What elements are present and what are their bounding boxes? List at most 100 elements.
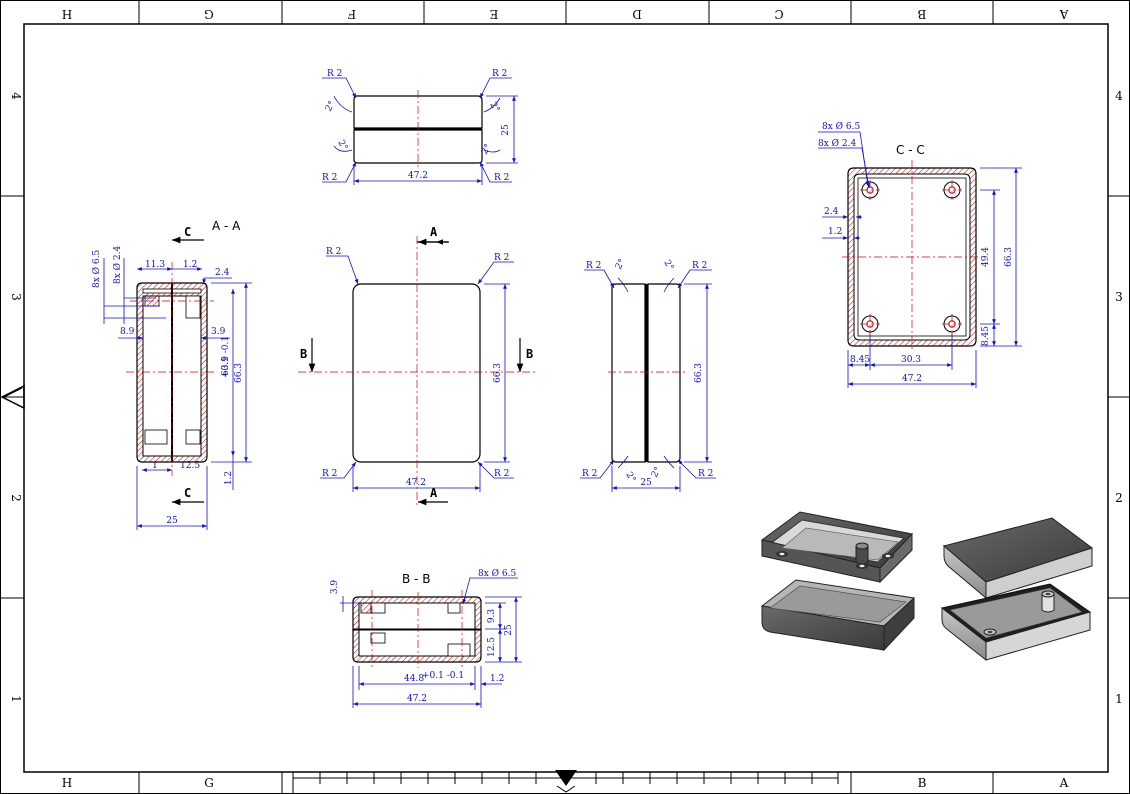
aa-wall-1-2: 1.2 bbox=[224, 471, 234, 485]
section-b-marker-right: B bbox=[526, 347, 533, 361]
cc-hole-6-5: 8x Ø 6.5 bbox=[822, 121, 860, 132]
top-draft-4: 2° bbox=[480, 143, 494, 157]
zone-left-1: 1 bbox=[9, 695, 23, 703]
cc-offset-8-45-right: 8.45 bbox=[981, 326, 991, 346]
top-r-tr: R 2 bbox=[492, 69, 507, 79]
section-aa-title: A - A bbox=[212, 219, 241, 233]
cc-boss-br bbox=[942, 314, 962, 334]
top-draft-1: 2° bbox=[324, 100, 338, 114]
iso-open-base bbox=[760, 579, 916, 652]
bb-hole-6-5: 8x Ø 6.5 bbox=[478, 568, 516, 579]
iso-base-with-bosses bbox=[940, 583, 1092, 662]
zone-right-1: 1 bbox=[1115, 692, 1123, 706]
zone-top-g: G bbox=[204, 7, 214, 21]
section-aa-cut-bottom: C bbox=[184, 486, 191, 500]
zone-right-4: 4 bbox=[1115, 89, 1123, 103]
top-draft-3: 2° bbox=[487, 101, 501, 115]
aa-8-9: 8.9 bbox=[120, 327, 135, 337]
zone-top-d: D bbox=[632, 7, 642, 21]
zone-left-4: 4 bbox=[9, 92, 23, 100]
zone-bottom-h: H bbox=[62, 776, 72, 790]
zone-left-3: 3 bbox=[9, 293, 23, 301]
side-draft-2: 2° bbox=[661, 259, 675, 273]
section-b-marker-left: B bbox=[300, 347, 307, 361]
cc-height-66-3: 66.3 bbox=[1004, 247, 1014, 267]
aa-hole-6-5: 8x Ø 6.5 bbox=[91, 250, 102, 288]
zone-right-2: 2 bbox=[1115, 491, 1123, 505]
aa-height-63-9: 63.9 bbox=[221, 356, 231, 376]
side-width-dim: 25 bbox=[640, 478, 652, 488]
zone-top-b: B bbox=[917, 7, 926, 21]
section-cc-title: C - C bbox=[896, 143, 925, 157]
bb-inner-44-8: 44.8 bbox=[404, 674, 424, 684]
front-r-tl: R 2 bbox=[326, 247, 341, 257]
zone-top-a: A bbox=[1059, 7, 1069, 21]
cc-hole-2-4: 8x Ø 2.4 bbox=[818, 138, 856, 149]
side-draft-1: 2° bbox=[614, 258, 628, 272]
bb-tol: +0.1 -0.1 bbox=[422, 671, 464, 681]
bb-width-47-2: 47.2 bbox=[407, 694, 427, 704]
section-a-marker-top: A bbox=[430, 225, 438, 239]
side-height-dim: 66.3 bbox=[694, 363, 704, 383]
aa-12-5: 12.5 bbox=[180, 461, 200, 471]
bb-height-25: 25 bbox=[504, 624, 514, 636]
top-width-dim: 47.2 bbox=[408, 171, 428, 181]
cc-boss-tr bbox=[942, 180, 962, 200]
section-a-marker-bottom: A bbox=[430, 486, 438, 500]
section-a-a: A - A C C 25 66.3 63.9 +0.1 -0.1 1.2 11.… bbox=[91, 219, 252, 530]
aa-1-2-top: 1.2 bbox=[183, 260, 197, 270]
front-r-tr: R 2 bbox=[494, 253, 509, 263]
zone-right-3: 3 bbox=[1115, 290, 1123, 304]
iso-closed-enclosure bbox=[942, 517, 1094, 600]
zone-labels: H G F E D C B A H G B A 4 3 2 1 4 3 2 1 bbox=[9, 7, 1123, 790]
cc-pitch-49-4: 49.4 bbox=[981, 247, 991, 267]
side-r-br: R 2 bbox=[698, 469, 713, 479]
aa-3-9: 3.9 bbox=[211, 327, 226, 337]
aa-tol: +0.1 -0.1 bbox=[221, 336, 231, 378]
front-view: A A B B 66.3 47.2 R 2 R 2 R 2 R 2 bbox=[298, 225, 535, 508]
aa-width-25: 25 bbox=[166, 516, 178, 526]
front-width-dim: 47.2 bbox=[406, 478, 426, 488]
bb-3-9: 3.9 bbox=[330, 580, 340, 595]
zone-bottom-a: A bbox=[1059, 776, 1069, 790]
front-height-dim: 66.3 bbox=[493, 363, 503, 383]
bb-wall-1-2: 1.2 bbox=[490, 674, 504, 684]
top-r-bl: R 2 bbox=[322, 173, 337, 183]
top-view: 47.2 25 R 2 R 2 R 2 R 2 2° 2° 2° 2° bbox=[322, 69, 518, 185]
bb-9-3: 9.3 bbox=[487, 609, 497, 624]
side-r-tr: R 2 bbox=[692, 261, 707, 271]
iso-open-lid bbox=[760, 511, 913, 584]
bb-12-5: 12.5 bbox=[487, 637, 497, 657]
section-bb-title: B - B bbox=[402, 572, 430, 586]
top-draft-2: 2° bbox=[335, 139, 349, 153]
zone-bottom-b: B bbox=[918, 776, 927, 790]
zone-top-c: C bbox=[774, 7, 783, 21]
cc-offset-8-45-left: 8.45 bbox=[850, 355, 870, 365]
zone-bottom-g: G bbox=[204, 776, 214, 790]
side-draft-4: 2° bbox=[650, 466, 664, 480]
front-r-br: R 2 bbox=[494, 469, 509, 479]
side-r-tl: R 2 bbox=[586, 261, 601, 271]
zone-top-h: H bbox=[62, 7, 72, 21]
zone-top-f: F bbox=[348, 7, 356, 21]
top-height-dim: 25 bbox=[501, 124, 511, 136]
zone-left-2: 2 bbox=[9, 494, 23, 502]
aa-2-4: 2.4 bbox=[215, 268, 230, 278]
section-aa-cut-top: C bbox=[184, 225, 191, 239]
cc-boss-bl bbox=[860, 314, 880, 334]
section-b-b: B - B 47.2 44.8 +0.1 -0.1 1.2 25 9.3 12.… bbox=[330, 568, 522, 708]
cc-width-47-2: 47.2 bbox=[902, 374, 922, 384]
side-draft-3: 2° bbox=[623, 471, 637, 485]
top-r-tl: R 2 bbox=[327, 69, 342, 79]
side-view: 66.3 25 R 2 R 2 R 2 R 2 2° 2° 2° 2° bbox=[580, 258, 716, 492]
aa-1-bottom: 1 bbox=[152, 461, 158, 471]
cc-pitch-30-3: 30.3 bbox=[901, 355, 921, 365]
side-r-bl: R 2 bbox=[582, 469, 597, 479]
zone-top-e: E bbox=[490, 7, 499, 21]
aa-hole-2-4: 8x Ø 2.4 bbox=[112, 246, 123, 284]
cc-wall-1-2: 1.2 bbox=[828, 227, 842, 237]
cc-wall-2-4: 2.4 bbox=[824, 207, 839, 217]
top-r-br: R 2 bbox=[494, 173, 509, 183]
front-r-bl: R 2 bbox=[322, 469, 337, 479]
